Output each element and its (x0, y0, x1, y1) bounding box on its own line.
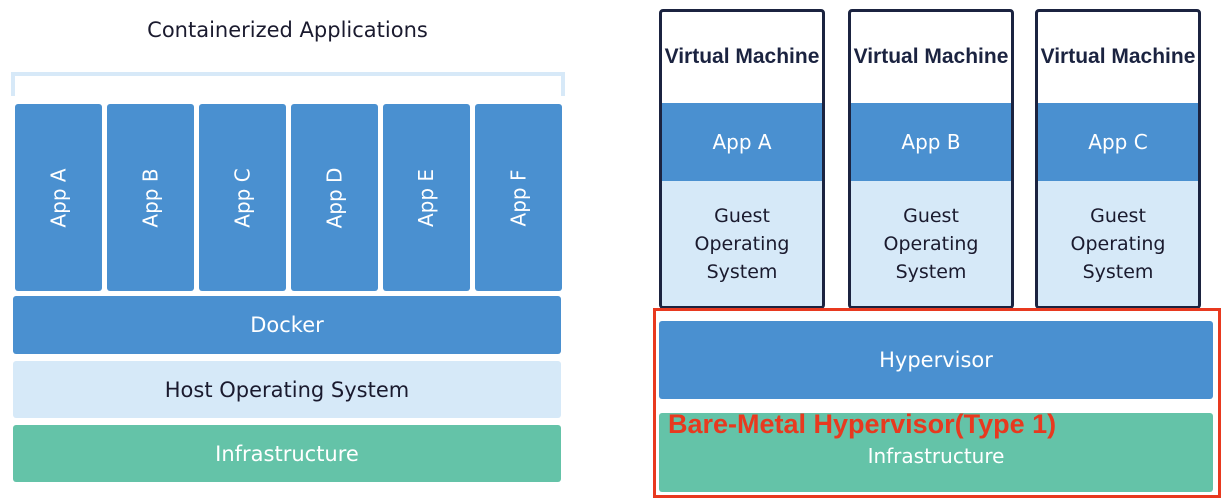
docker-layer: Docker (13, 296, 561, 354)
hypervisor-layer: Hypervisor (659, 321, 1213, 399)
vm-app: App C (1038, 103, 1198, 181)
container-app-label: App D (322, 167, 347, 228)
vm-app: App A (662, 103, 822, 181)
vm-app: App B (851, 103, 1011, 181)
guest-os-line: System (1082, 260, 1154, 283)
vm-title: Virtual Machine (1040, 45, 1196, 68)
vm-title: Virtual Machine (664, 45, 820, 68)
container-app-b: App B (107, 104, 194, 291)
container-app-label: App F (506, 169, 531, 226)
guest-os-line: Operating (1070, 232, 1166, 255)
container-app-f: App F (475, 104, 562, 291)
container-app-c: App C (199, 104, 286, 291)
container-app-e: App E (383, 104, 470, 291)
guest-os-line: System (706, 260, 778, 283)
virtual-machine-c: Virtual Machine App C Guest Operating Sy… (1035, 9, 1201, 309)
vm-infrastructure-layer: Infrastructure (659, 413, 1213, 492)
container-app-a: App A (15, 104, 102, 291)
container-app-label: App A (46, 167, 71, 228)
guest-os: Guest Operating System (1038, 181, 1198, 306)
bare-metal-highlight-box (653, 308, 1221, 498)
guest-os: Guest Operating System (662, 181, 822, 306)
bare-metal-annotation: Bare-Metal Hypervisor(Type 1) (668, 409, 1057, 439)
containers-bracket (11, 72, 565, 96)
guest-os-line: System (895, 260, 967, 283)
guest-os-line: Guest (714, 204, 770, 227)
container-infrastructure-layer: Infrastructure (13, 425, 561, 482)
guest-os-line: Guest (903, 204, 959, 227)
guest-os: Guest Operating System (851, 181, 1011, 306)
guest-os-line: Guest (1090, 204, 1146, 227)
container-app-d: App D (291, 104, 378, 291)
virtual-machine-b: Virtual Machine App B Guest Operating Sy… (848, 9, 1014, 309)
guest-os-line: Operating (883, 232, 979, 255)
container-app-label: App C (230, 167, 255, 228)
container-app-label: App B (138, 167, 163, 228)
guest-os-line: Operating (694, 232, 790, 255)
vm-infrastructure-label: Infrastructure (867, 443, 1005, 468)
virtual-machine-a: Virtual Machine App A Guest Operating Sy… (659, 9, 825, 309)
host-os-layer: Host Operating System (13, 361, 561, 418)
vm-title: Virtual Machine (853, 45, 1009, 68)
container-app-label: App E (414, 168, 439, 227)
containers-title: Containerized Applications (147, 18, 428, 42)
